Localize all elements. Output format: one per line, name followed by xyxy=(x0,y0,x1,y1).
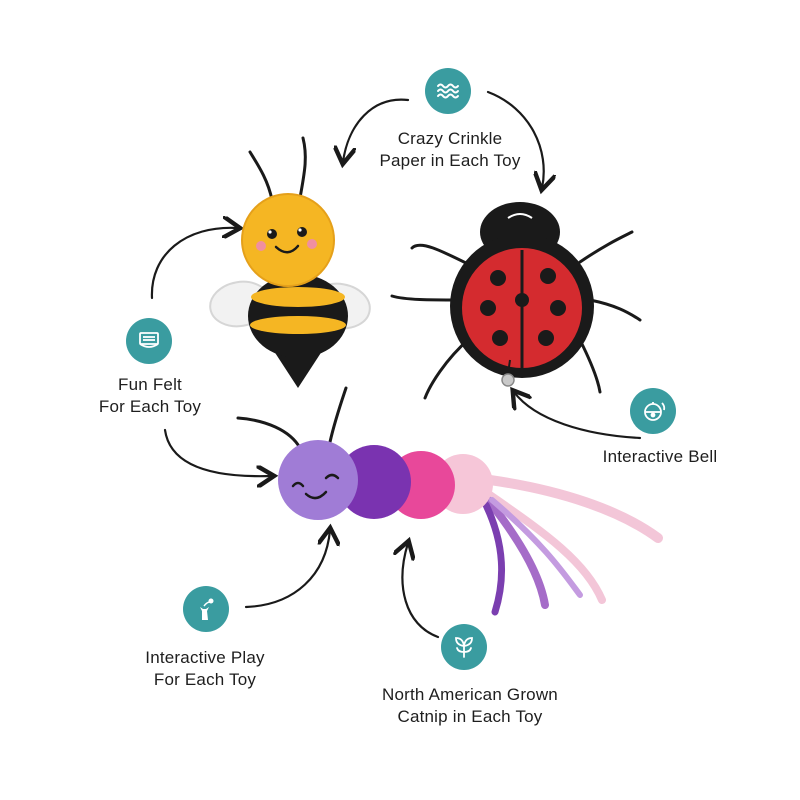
bee-face xyxy=(256,227,317,254)
felt-label: Fun Felt For Each Toy xyxy=(70,374,230,418)
arrow-felt-to-bee xyxy=(150,228,238,300)
felt-label-line2: For Each Toy xyxy=(98,397,202,416)
arrow-crinkle-to-ladybug xyxy=(486,90,544,188)
arrow-crinkle-to-bee xyxy=(343,98,410,162)
waves-icon xyxy=(437,83,459,99)
arrow-felt-to-caterpillar xyxy=(163,428,272,476)
catnip-label-line1: North American Grown xyxy=(382,685,558,704)
play-label: Interactive Play For Each Toy xyxy=(125,647,285,691)
bee-antennae xyxy=(248,136,307,202)
ladybug-face xyxy=(507,213,533,219)
caterpillar-antennae xyxy=(236,386,348,450)
caterpillar-face xyxy=(291,473,340,500)
crinkle-badge xyxy=(425,68,471,114)
caterpillar-tassels xyxy=(482,475,663,616)
leaf-plant-icon xyxy=(455,637,473,658)
catnip-badge xyxy=(441,624,487,670)
crinkle-label-line1: Crazy Crinkle xyxy=(397,129,503,148)
felt-label-line1: Fun Felt xyxy=(118,375,182,394)
felt-badge xyxy=(126,318,172,364)
crinkle-label: Crazy Crinkle Paper in Each Toy xyxy=(360,128,540,172)
arrow-catnip-to-caterpillar xyxy=(402,543,440,639)
felt-roll-icon xyxy=(139,332,159,348)
cat-play-icon xyxy=(200,598,214,620)
ladybug-body xyxy=(450,202,594,378)
play-label-line1: Interactive Play xyxy=(145,648,265,667)
ladybug-bell xyxy=(501,359,515,387)
caterpillar-segments xyxy=(278,440,493,520)
arrow-play-to-caterpillar xyxy=(244,530,330,609)
bell-label-line1: Interactive Bell xyxy=(602,447,718,466)
play-label-line2: For Each Toy xyxy=(153,670,257,689)
bell-label: Interactive Bell xyxy=(580,446,740,468)
play-badge xyxy=(183,586,229,632)
crinkle-label-line2: Paper in Each Toy xyxy=(379,151,521,170)
bell-badge xyxy=(630,388,676,434)
arrow-bell-to-ladybug xyxy=(514,392,642,440)
catnip-label-line2: Catnip in Each Toy xyxy=(397,707,543,726)
bell-icon xyxy=(644,402,666,421)
bee-body xyxy=(241,193,348,388)
catnip-label: North American Grown Catnip in Each Toy xyxy=(360,684,580,728)
